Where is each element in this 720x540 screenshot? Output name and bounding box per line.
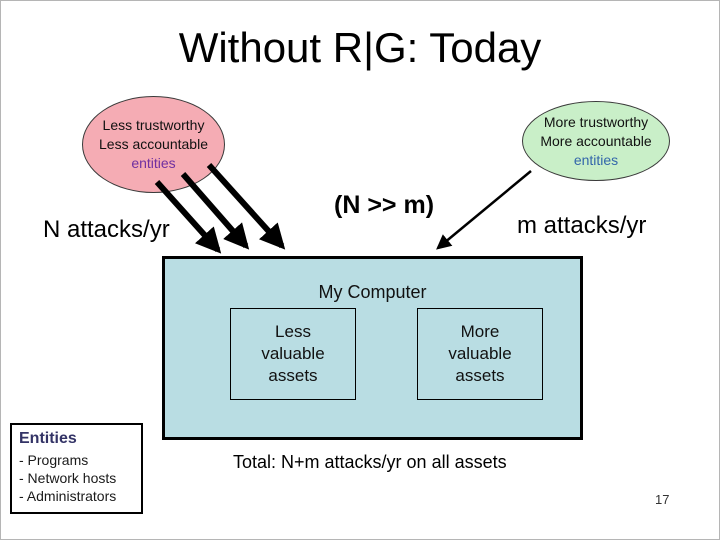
less-valuable-line3: assets <box>268 366 318 385</box>
entities-legend-box: Entities - Programs - Network hosts - Ad… <box>10 423 143 514</box>
untrusted-ellipse-line1: Less trustworthy <box>102 117 205 133</box>
untrusted-ellipse-line2: Less accountable <box>99 136 208 152</box>
trusted-entities-ellipse: More trustworthy More accountable entiti… <box>522 101 670 181</box>
less-valuable-line2: valuable <box>261 344 325 363</box>
untrusted-ellipse-line3: entities <box>131 155 176 171</box>
less-valuable-assets-box: Less valuable assets <box>230 308 356 400</box>
page-number: 17 <box>655 492 670 507</box>
my-computer-box: My Computer Less valuable assets More va… <box>162 256 583 440</box>
more-valuable-line3: assets <box>455 366 505 385</box>
trusted-ellipse-line1: More trustworthy <box>543 113 649 130</box>
entities-legend-item: - Network hosts <box>19 470 117 486</box>
total-attacks-label: Total: N+m attacks/yr on all assets <box>233 452 507 472</box>
n-vs-m-comparison-label: (N >> m) <box>334 191 435 219</box>
untrusted-entities-ellipse: Less trustworthy Less accountable entiti… <box>82 96 225 193</box>
trusted-ellipse-line3: entities <box>573 151 619 168</box>
trusted-ellipse-line2: More accountable <box>540 132 652 149</box>
entities-legend-item: - Programs <box>19 452 89 468</box>
entities-legend-heading: Entities <box>19 430 77 447</box>
my-computer-label: My Computer <box>318 282 427 302</box>
slide-title: Without R|G: Today <box>178 24 542 71</box>
less-valuable-line1: Less <box>275 322 311 341</box>
thick-attack-arrow-3 <box>206 162 286 250</box>
entities-legend-item: - Administrators <box>19 488 117 504</box>
more-valuable-assets-box: More valuable assets <box>417 308 543 400</box>
more-valuable-line2: valuable <box>448 344 512 363</box>
m-attacks-label: m attacks/yr <box>517 212 647 239</box>
more-valuable-line1: More <box>460 322 500 341</box>
n-attacks-label: N attacks/yr <box>43 216 170 243</box>
